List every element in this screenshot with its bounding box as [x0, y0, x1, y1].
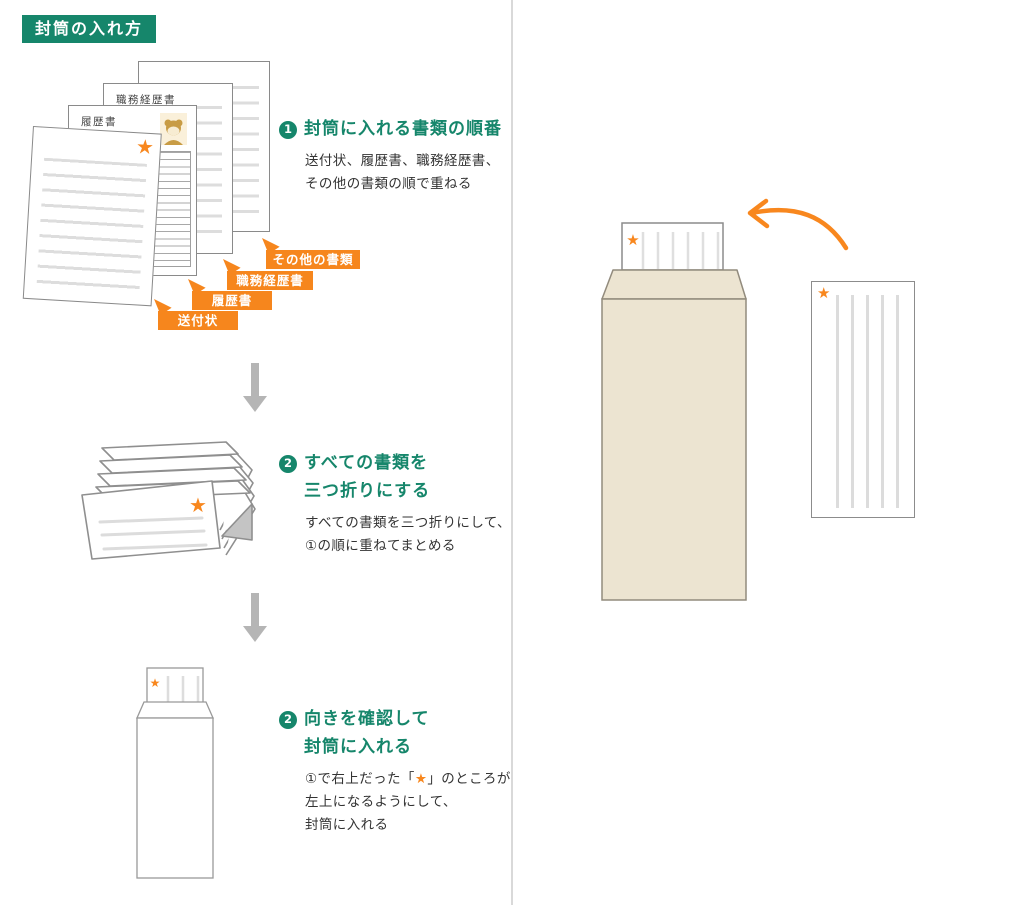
step-heading-text: 三つ折りにする [304, 481, 431, 501]
vertical-divider [511, 0, 513, 905]
doc-text-lines [836, 295, 910, 508]
callout-cover-letter: 送付状 [154, 299, 238, 330]
doc-title: 職務経歴書 [116, 94, 176, 106]
callout-career-history: 職務経歴書 [223, 259, 313, 290]
step-heading: 1 封筒に入れる書類の順番 [279, 117, 502, 142]
step-heading: 2 向きを確認して [279, 707, 511, 732]
callout-tail-icon [154, 299, 172, 315]
star-icon: ★ [626, 231, 639, 249]
step-heading: 2 すべての書類を [279, 451, 511, 476]
step-body-line: ①で右上だった「★」のところが [305, 771, 511, 787]
down-arrow-icon [243, 363, 267, 412]
callout-label: その他の書類 [272, 252, 354, 267]
callout-tail-icon [188, 279, 206, 295]
step-number-badge: 1 [279, 120, 297, 139]
doc-cover-letter: ★ [22, 126, 162, 307]
step-heading-text: 封筒に入れる [304, 737, 412, 757]
callout-label: 送付状 [177, 313, 219, 328]
big-envelope-figure: ★ [601, 222, 747, 601]
step-body: 送付状、履歴書、職務経歴書、 その他の書類の順で重ねる [305, 150, 502, 196]
step-body-line: 左上になるようにして、 [305, 794, 457, 811]
callout-resume: 履歴書 [188, 279, 272, 310]
step-body: ①で右上だった「★」のところが 左上になるようにして、 封筒に入れる [305, 768, 511, 838]
step-body-line: ①の順に重ねてまとめる [305, 538, 456, 555]
step-number-badge: 2 [279, 710, 297, 729]
down-arrow-icon [243, 593, 267, 642]
step-heading-text: すべての書類を [304, 453, 429, 473]
curved-arrow-icon [747, 198, 849, 251]
step-3-block: 2 向きを確認して 封筒に入れる ①で右上だった「★」のところが 左上になるよう… [279, 707, 511, 838]
step-number-badge: 2 [279, 454, 297, 473]
star-icon: ★ [189, 493, 207, 517]
folded-documents-figure: ★ [81, 441, 256, 560]
right-document-figure: ★ [811, 281, 915, 518]
page-title: 封筒の入れ方 [22, 15, 157, 43]
step-heading-text: 向きを確認して [304, 709, 430, 729]
step-body: すべての書類を三つ折りにして、 ①の順に重ねてまとめる [305, 512, 511, 558]
resume-photo [160, 113, 187, 145]
doc-text-lines [36, 157, 147, 295]
callout-label: 履歴書 [211, 293, 253, 308]
callout-label: 職務経歴書 [236, 273, 304, 288]
star-icon: ★ [414, 771, 428, 787]
step-heading-text: 封筒に入れる書類の順番 [304, 119, 502, 139]
step-1-block: 1 封筒に入れる書類の順番 送付状、履歴書、職務経歴書、 その他の書類の順で重ね… [279, 117, 502, 196]
callout-other-papers: その他の書類 [262, 238, 360, 269]
star-icon: ★ [817, 284, 831, 302]
step-2-block: 2 すべての書類を 三つ折りにする すべての書類を三つ折りにして、 ①の順に重ね… [279, 451, 511, 558]
star-icon: ★ [135, 134, 155, 160]
step-body-line: その他の書類の順で重ねる [305, 176, 472, 193]
star-icon: ★ [150, 676, 161, 690]
step-body-line: すべての書類を三つ折りにして、 [305, 515, 511, 531]
step-body-line: 送付状、履歴書、職務経歴書、 [305, 153, 500, 169]
doc-title: 履歴書 [81, 116, 117, 128]
small-envelope-figure: ★ [136, 667, 214, 879]
step-body-line: 封筒に入れる [305, 817, 389, 834]
